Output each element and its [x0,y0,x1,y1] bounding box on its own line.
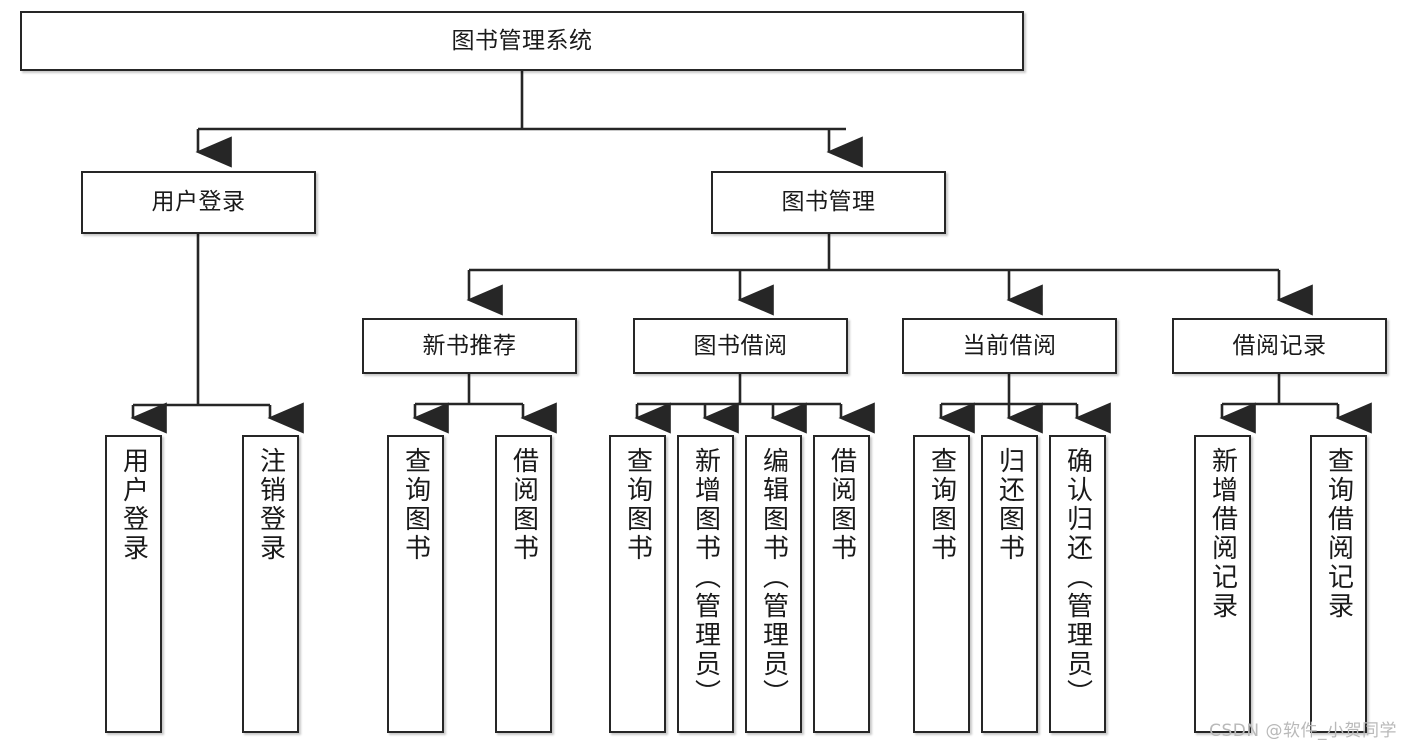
node-label: 图书借阅 [693,332,788,359]
leaf-bb-borrow-book[interactable]: 借阅图书 [813,435,870,733]
node-new-book-recommend[interactable]: 新书推荐 [362,318,577,374]
leaf-bb-add-book-admin[interactable]: 新增图书（管理员） [677,435,734,733]
leaf-cb-return-book[interactable]: 归还图书 [981,435,1038,733]
leaf-br-add-record[interactable]: 新增借阅记录 [1194,435,1251,733]
node-label: 查询借阅记录 [1323,447,1354,621]
leaf-bb-edit-book-admin[interactable]: 编辑图书（管理员） [745,435,802,733]
node-label: 图书管理系统 [451,27,593,54]
node-label: 当前借阅 [962,332,1057,359]
node-label: 查询图书 [622,447,653,563]
node-label: 归还图书 [994,447,1025,563]
leaf-cb-query-book[interactable]: 查询图书 [913,435,970,733]
node-root-book-management-system[interactable]: 图书管理系统 [20,11,1024,71]
leaf-nb-query-book[interactable]: 查询图书 [387,435,444,733]
node-label: 图书管理 [781,189,876,216]
node-current-borrow[interactable]: 当前借阅 [902,318,1117,374]
node-book-management[interactable]: 图书管理 [711,171,946,234]
node-label: 新增借阅记录 [1207,447,1238,621]
node-borrow-record[interactable]: 借阅记录 [1172,318,1387,374]
leaf-br-query-record[interactable]: 查询借阅记录 [1310,435,1367,733]
node-label: 查询图书 [926,447,957,563]
leaf-logout[interactable]: 注销登录 [242,435,299,733]
node-label: 借阅图书 [826,447,857,563]
node-label: 用户登录 [118,447,149,563]
node-book-borrow[interactable]: 图书借阅 [633,318,848,374]
leaf-bb-query-book[interactable]: 查询图书 [609,435,666,733]
node-label: 确认归还（管理员） [1062,447,1093,708]
node-label: 编辑图书（管理员） [758,447,789,708]
node-label: 新书推荐 [422,332,517,359]
leaf-user-login[interactable]: 用户登录 [105,435,162,733]
node-user-login[interactable]: 用户登录 [81,171,316,234]
node-label: 注销登录 [255,447,286,563]
node-label: 用户登录 [151,189,246,216]
leaf-cb-confirm-return-admin[interactable]: 确认归还（管理员） [1049,435,1106,733]
node-label: 新增图书（管理员） [690,447,721,708]
node-label: 查询图书 [400,447,431,563]
node-label: 借阅图书 [508,447,539,563]
node-label: 借阅记录 [1232,332,1327,359]
leaf-nb-borrow-book[interactable]: 借阅图书 [495,435,552,733]
